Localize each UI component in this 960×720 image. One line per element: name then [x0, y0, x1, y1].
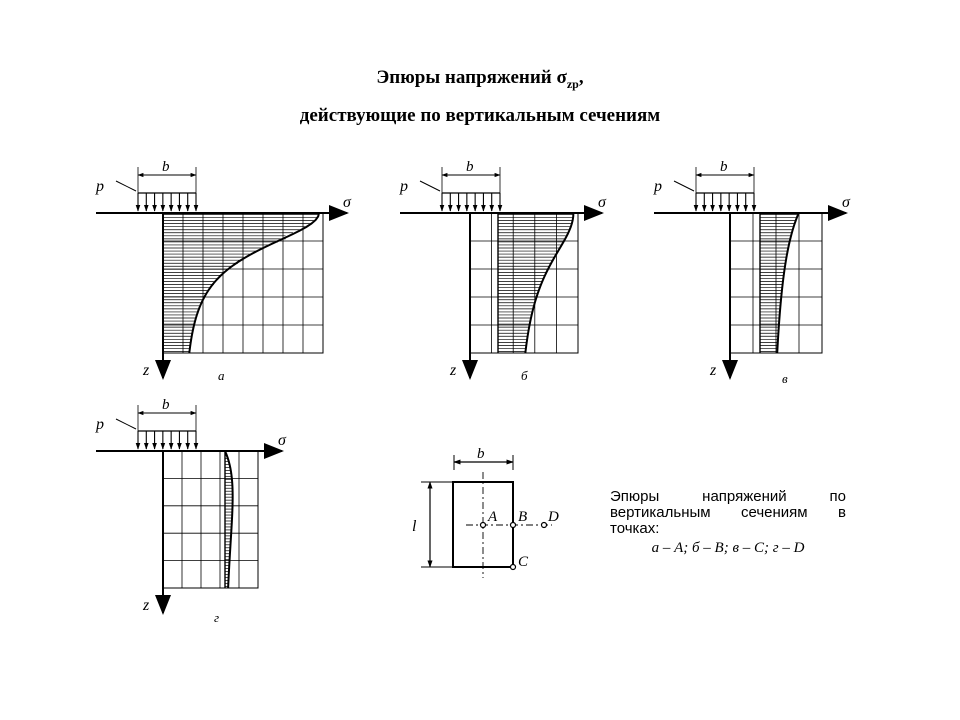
load-label: p: [653, 178, 662, 195]
panel-letter: а: [218, 368, 225, 383]
z-label: z: [449, 362, 457, 379]
stress-curve: [524, 212, 575, 354]
panel-g: σ z p b г: [95, 397, 287, 625]
plan-width-label: b: [477, 446, 485, 462]
point-a-label: A: [487, 509, 498, 525]
point-d: [540, 521, 548, 529]
panel-v: σ z p b в: [653, 159, 851, 386]
load-label: p: [95, 178, 104, 195]
width-label: b: [162, 159, 170, 175]
width-label: b: [720, 159, 728, 175]
point-c: [509, 563, 517, 571]
stress-curve: [776, 212, 800, 354]
title-line-1: Эпюры напряжений σzp,: [376, 67, 584, 91]
point-c-label: C: [518, 554, 529, 570]
note-formula: а – A; б – B; в – C; г – D: [651, 540, 805, 556]
note-text: Эпюры напряжений по вертикальным сечения…: [610, 488, 846, 537]
load-leader-line: [115, 418, 137, 430]
width-label: b: [466, 159, 474, 175]
soil-grid-border: [469, 212, 579, 354]
width-label: b: [162, 397, 170, 413]
explanation-note: Эпюры напряжений по вертикальным сечения…: [610, 488, 846, 557]
title-line-2: действующие по вертикальным сечениям: [299, 105, 661, 126]
panel-letter: в: [782, 371, 788, 386]
stress-curve: [188, 212, 320, 354]
panel-a: σ z p b а: [95, 159, 352, 383]
sigma-label: σ: [598, 194, 607, 211]
diagram-title: Эпюры напряжений σzp, действующие по вер…: [0, 62, 960, 131]
point-d-label: D: [547, 509, 559, 525]
soil-grid-border: [162, 450, 259, 589]
point-b-label: B: [518, 509, 527, 525]
stress-curve: [224, 450, 234, 589]
panel-b: σ z p b б: [399, 159, 607, 383]
plan-view: b l A B C D: [412, 446, 559, 578]
load-leader-line: [115, 180, 137, 192]
load-leader-line: [419, 180, 441, 192]
sigma-label: σ: [343, 194, 352, 211]
load-label: p: [95, 416, 104, 433]
z-label: z: [142, 362, 150, 379]
load-label: p: [399, 178, 408, 195]
sigma-label: σ: [278, 432, 287, 449]
panel-letter: б: [521, 368, 528, 383]
load-leader-line: [673, 180, 695, 192]
point-b: [509, 521, 517, 529]
z-label: z: [709, 362, 717, 379]
sigma-label: σ: [842, 194, 851, 211]
point-a: [479, 521, 487, 529]
z-label: z: [142, 597, 150, 614]
panel-letter: г: [214, 610, 219, 625]
plan-height-label: l: [412, 518, 417, 535]
